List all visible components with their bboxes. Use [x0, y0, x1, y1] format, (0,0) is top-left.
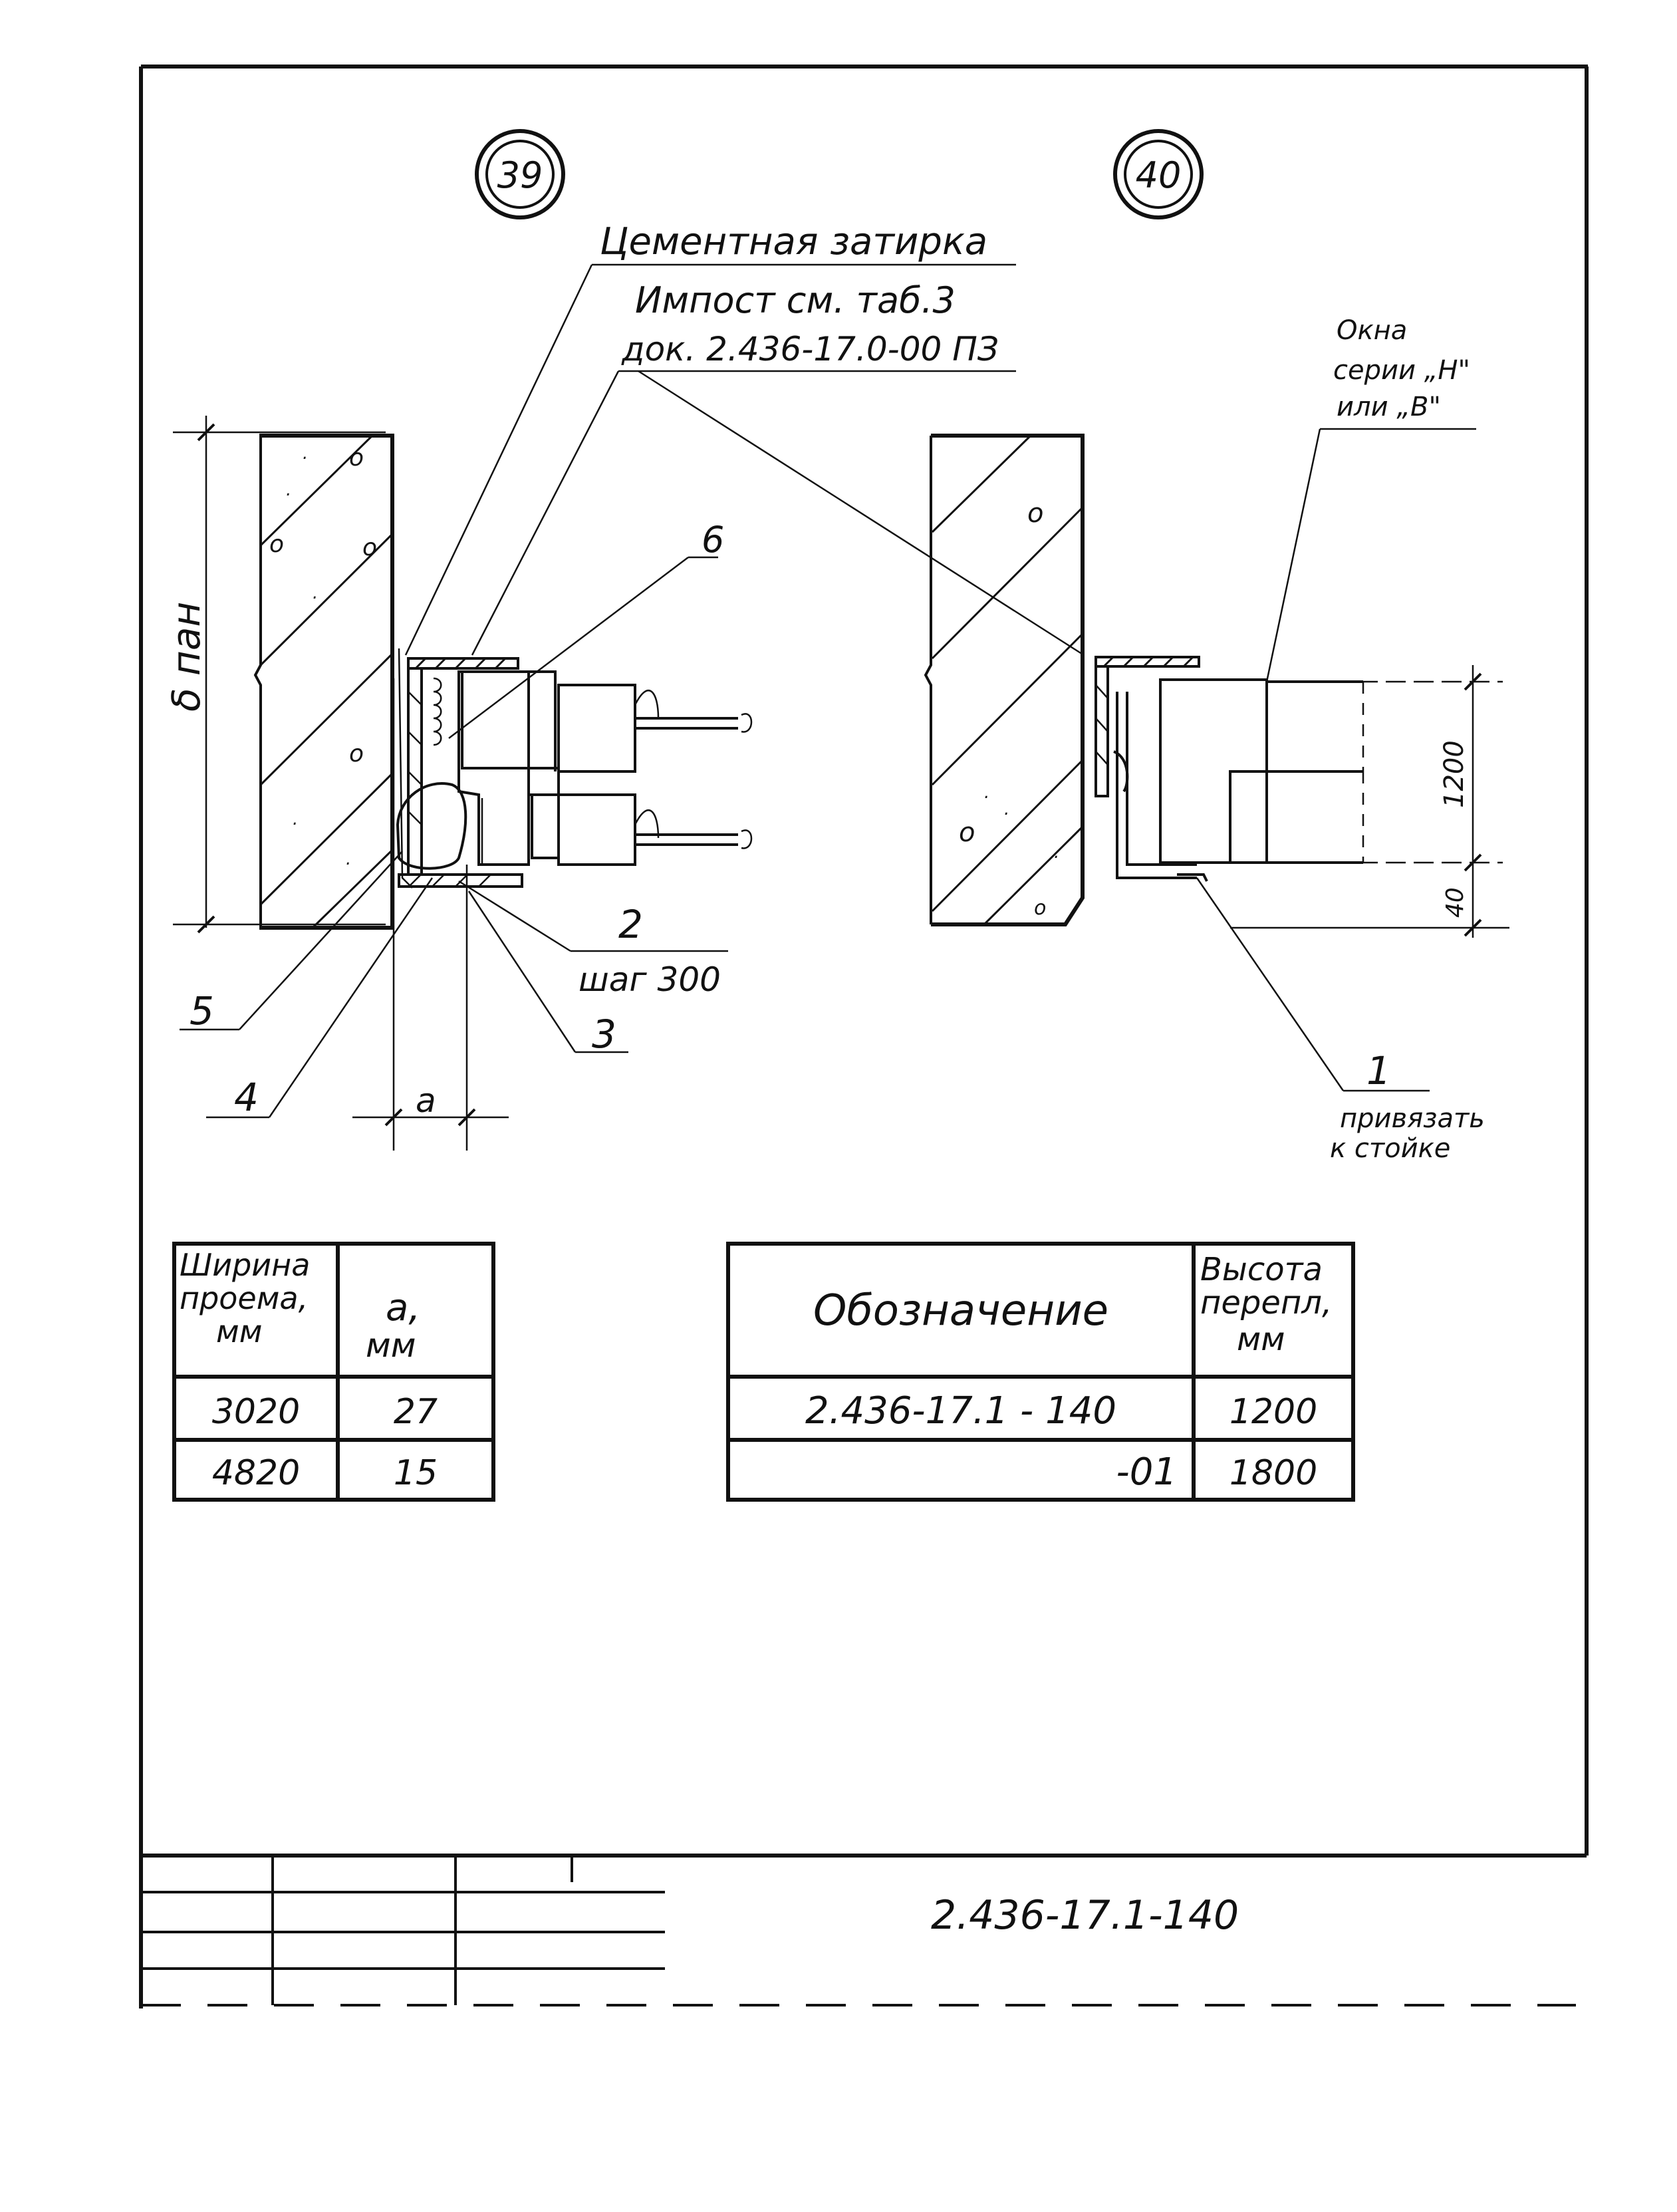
svg-text:.: . [286, 480, 291, 500]
dim-a-label: a [416, 1081, 436, 1120]
table-b-header2-line3: мм [1237, 1321, 1285, 1358]
svg-text:.: . [1004, 799, 1009, 819]
pos5-label: 5 [190, 988, 214, 1034]
svg-text:.: . [293, 809, 298, 829]
callout-pos1: 1 привязать к стойке [1196, 877, 1485, 1164]
windows-note-line1: Окна [1337, 315, 1407, 346]
windows-note-line2: серии „Н" [1333, 355, 1470, 386]
sheet-frame [139, 65, 1589, 2008]
dim-1200-label: 1200 [1439, 740, 1470, 808]
pos2-label: 2 [618, 902, 643, 947]
windows-note-line3: или „В" [1337, 392, 1441, 422]
pos2-note: шаг 300 [579, 960, 721, 999]
svg-text:.: . [984, 783, 989, 803]
detail-40: o o o . . . [924, 315, 1509, 1164]
window-frame-39 [457, 670, 753, 866]
dim-40-label: 40 [1442, 887, 1469, 918]
impost-39 [398, 657, 523, 888]
table-a-header1-line2: проема, [180, 1280, 308, 1316]
svg-text:.: . [313, 583, 318, 603]
pos1-note-line1: привязать [1340, 1103, 1485, 1134]
dim-right-40: 1200 40 [1230, 665, 1509, 938]
detail-marker-40: 40 [1113, 129, 1204, 219]
cement-plaster [398, 648, 413, 889]
windows-series-note: Окна серии „Н" или „В" [1265, 315, 1476, 682]
delta-pan-label: δ пан [164, 602, 209, 712]
svg-text:o: o [269, 531, 284, 558]
table-a-header1-line1: Ширина [180, 1247, 310, 1283]
wall-panel-39: o o o o . . . . . [253, 434, 394, 930]
table-a-header2-line1: a, [386, 1286, 420, 1329]
impost-note-line1: Импост см. таб.3 [635, 279, 956, 321]
svg-text:o: o [1027, 498, 1043, 529]
table-a-cell-0-1: 27 [394, 1392, 438, 1432]
svg-text:.: . [1054, 843, 1059, 863]
pos4-label: 4 [234, 1075, 259, 1120]
marker-40-label: 40 [1136, 154, 1182, 196]
table-a-cell-0-0: 3020 [212, 1392, 300, 1432]
pos3-label: 3 [592, 1012, 616, 1057]
table-b-cell-0-1: 1200 [1229, 1392, 1317, 1432]
svg-text:.: . [346, 849, 351, 869]
wall-panel-40: o o o . . . [924, 434, 1085, 926]
table-opening-width: Ширина проема, мм a, мм 3020 27 4820 15 [172, 1242, 495, 1502]
dim-delta-pan: δ пан [164, 416, 386, 934]
table-b-cell-1-1: 1800 [1229, 1453, 1317, 1493]
title-block-code: 2.436-17.1-140 [931, 1892, 1239, 1939]
pos6-label: 6 [702, 519, 724, 561]
marker-39-label: 39 [497, 154, 543, 196]
table-b-cell-0-0: 2.436-17.1 - 140 [805, 1389, 1116, 1433]
svg-text:o: o [959, 817, 975, 848]
title-block: 2.436-17.1-140 [141, 1854, 1587, 2006]
detail-marker-39: 39 [475, 129, 565, 219]
table-a-header2-line2: мм [366, 1326, 416, 1365]
svg-text:o: o [1034, 897, 1046, 920]
svg-text:o: o [349, 740, 364, 767]
window-frame-40 [1159, 678, 1364, 864]
svg-text:o: o [349, 444, 364, 472]
seal-rope [396, 782, 467, 870]
table-a-header1-line3: мм [216, 1313, 262, 1349]
svg-text:.: . [303, 444, 308, 464]
top-notes: Цементная затирка Импост см. таб.3 док. … [404, 220, 1085, 656]
impost-note-line2: док. 2.436-17.0-00 ПЗ [621, 330, 999, 368]
table-b-header2-line1: Высота [1200, 1251, 1323, 1288]
table-designation: Обозначение Высота перепл, мм 2.436-17.1… [726, 1242, 1355, 1502]
pos1-label: 1 [1366, 1048, 1391, 1093]
detail-39: δ пан o o o o . . . . . [164, 416, 753, 1151]
table-b-cell-1-0: -01 [1116, 1451, 1177, 1494]
dim-a: a [352, 678, 509, 1151]
table-a-cell-1-0: 4820 [212, 1453, 300, 1493]
table-b-header1: Обозначение [813, 1286, 1108, 1335]
impost-40 [1095, 656, 1208, 882]
pos1-note-line2: к стойке [1330, 1133, 1450, 1164]
table-b-header2-line2: перепл, [1200, 1284, 1332, 1321]
callouts-39: 6 2 шаг 300 3 5 4 [180, 519, 728, 1120]
insulation [433, 677, 442, 746]
table-a-cell-1-1: 15 [394, 1453, 438, 1493]
cement-note: Цементная затирка [600, 220, 987, 263]
svg-text:o: o [362, 534, 377, 561]
